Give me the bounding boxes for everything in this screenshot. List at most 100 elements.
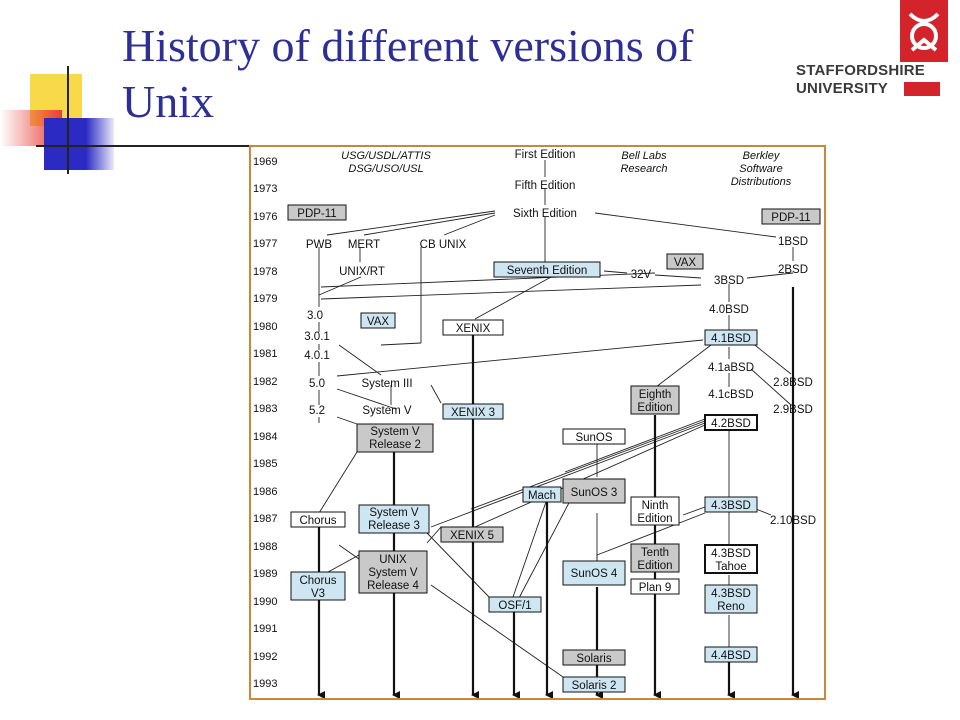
node-2bsd: 2BSD <box>778 264 808 276</box>
node-3-0-1: 3.0.1 <box>304 331 330 343</box>
node-chorus-v3-line2: V3 <box>311 588 325 600</box>
header-bsd-line2: Software <box>739 163 782 175</box>
column-headers: USG/USDL/ATTIS DSG/USO/USL Bell Labs Res… <box>341 150 792 188</box>
node-tenth-edition-line1: Tenth <box>641 547 669 559</box>
node-mach: Mach <box>528 490 556 502</box>
node-svr3-line1: System V <box>369 507 419 519</box>
node-5-0: 5.0 <box>309 378 325 390</box>
node-solaris2: Solaris 2 <box>572 680 617 692</box>
node-first-edition: First Edition <box>515 149 576 161</box>
year-label: 1989 <box>253 568 277 580</box>
slide-title: History of different versions of Unix <box>122 18 802 130</box>
year-label: 1977 <box>253 238 277 250</box>
node-xenix5: XENIX 5 <box>450 530 494 542</box>
year-label: 1982 <box>253 376 277 388</box>
node-svr2-line2: Release 2 <box>369 439 421 451</box>
header-bsd-line1: Berkley <box>743 150 781 162</box>
node-chorus-v3-line1: Chorus <box>299 575 336 587</box>
logo-line2: UNIVERSITY <box>796 80 889 97</box>
node-4-0-1: 4.0.1 <box>304 350 330 362</box>
university-logo: STAFFORDSHIRE UNIVERSITY <box>796 0 960 110</box>
node-system-iii: System III <box>361 378 412 390</box>
node-mert: MERT <box>348 239 380 251</box>
node-2-9bsd: 2.9BSD <box>773 404 813 416</box>
node-svr3-line2: Release 3 <box>368 520 420 532</box>
node-3-0: 3.0 <box>307 310 323 322</box>
version-labels: First Edition Fifth Edition Sixth Editio… <box>297 149 816 692</box>
node-sunos: SunOS <box>575 432 612 444</box>
node-pdp11-right: PDP-11 <box>771 212 810 224</box>
node-fifth-edition: Fifth Edition <box>515 180 576 192</box>
node-4-1bsd: 4.1BSD <box>711 333 751 345</box>
year-label: 1969 <box>253 156 277 168</box>
year-label: 1983 <box>253 403 277 415</box>
year-label: 1990 <box>253 596 277 608</box>
year-label: 1978 <box>253 266 277 278</box>
node-2-10bsd: 2.10BSD <box>770 515 816 527</box>
node-seventh-edition: Seventh Edition <box>507 265 588 277</box>
year-label: 1981 <box>253 348 277 360</box>
deco-horizontal-line <box>36 145 262 147</box>
year-labels: 1969 1973 1976 1977 1978 1979 1980 1981 … <box>253 156 277 690</box>
year-label: 1984 <box>253 431 277 443</box>
node-svr2-line1: System V <box>370 426 420 438</box>
year-label: 1973 <box>253 183 277 195</box>
year-label: 1985 <box>253 458 277 470</box>
unix-history-svg: 1969 1973 1976 1977 1978 1979 1980 1981 … <box>253 149 821 698</box>
node-unix-rt: UNIX/RT <box>339 266 385 278</box>
year-label: 1987 <box>253 513 277 525</box>
version-boxes <box>287 204 821 693</box>
slide-title-line1: History of different versions of <box>122 20 694 71</box>
year-label: 1980 <box>253 321 277 333</box>
node-vax-left: VAX <box>367 316 389 328</box>
node-cb-unix: CB UNIX <box>420 239 467 251</box>
year-label: 1976 <box>253 211 277 223</box>
header-bell-line2: Research <box>620 163 667 175</box>
header-usg-line2: DSG/USO/USL <box>348 163 423 175</box>
node-ninth-edition-line2: Edition <box>637 513 672 525</box>
node-eighth-edition-line2: Edition <box>637 402 672 414</box>
node-3bsd: 3BSD <box>714 275 744 287</box>
node-5-2: 5.2 <box>309 405 325 417</box>
node-4-0bsd: 4.0BSD <box>709 304 749 316</box>
node-tahoe-line1: 4.3BSD <box>711 548 751 560</box>
node-sunos4: SunOS 4 <box>571 568 618 580</box>
node-4-3bsd: 4.3BSD <box>711 500 751 512</box>
node-4-1cbsd: 4.1cBSD <box>708 389 753 401</box>
logo-line1: STAFFORDSHIRE <box>796 62 925 79</box>
node-solaris: Solaris <box>576 653 611 665</box>
year-label: 1979 <box>253 293 277 305</box>
node-chorus: Chorus <box>299 515 336 527</box>
node-ninth-edition-line1: Ninth <box>642 500 669 512</box>
node-tahoe-line2: Tahoe <box>715 561 746 573</box>
node-4-2bsd: 4.2BSD <box>711 418 751 430</box>
unix-history-diagram: 1969 1973 1976 1977 1978 1979 1980 1981 … <box>249 145 826 700</box>
node-tenth-edition-line2: Edition <box>637 560 672 572</box>
node-4-1abSD: 4.1aBSD <box>708 362 754 374</box>
node-svr4-line1: UNIX <box>379 554 407 566</box>
node-pdp11-left: PDP-11 <box>297 208 336 220</box>
node-svr4-line3: Release 4 <box>367 580 419 592</box>
header-bsd-line3: Distributions <box>731 176 792 188</box>
node-2-8bsd: 2.8BSD <box>773 377 813 389</box>
node-osf1: OSF/1 <box>498 600 531 612</box>
node-svr4-line2: System V <box>368 567 418 579</box>
node-4-4bsd: 4.4BSD <box>711 650 751 662</box>
header-usg-line1: USG/USDL/ATTIS <box>341 150 431 162</box>
node-32v: 32V <box>631 269 652 281</box>
node-plan9: Plan 9 <box>639 582 672 594</box>
node-eighth-edition-line1: Eighth <box>639 389 672 401</box>
year-label: 1992 <box>253 651 277 663</box>
node-system-v: System V <box>362 405 412 417</box>
header-bell-line1: Bell Labs <box>621 150 667 162</box>
deco-vertical-line <box>67 66 69 174</box>
slide-title-line2: Unix <box>122 76 214 127</box>
node-xenix: XENIX <box>456 323 491 335</box>
node-sixth-edition: Sixth Edition <box>513 208 577 220</box>
node-reno-line1: 4.3BSD <box>711 588 751 600</box>
knot-emblem-icon <box>900 0 948 62</box>
node-xenix3: XENIX 3 <box>451 407 495 419</box>
deco-blue-square <box>44 118 114 170</box>
node-reno-line2: Reno <box>717 601 745 613</box>
node-1bsd: 1BSD <box>778 236 808 248</box>
